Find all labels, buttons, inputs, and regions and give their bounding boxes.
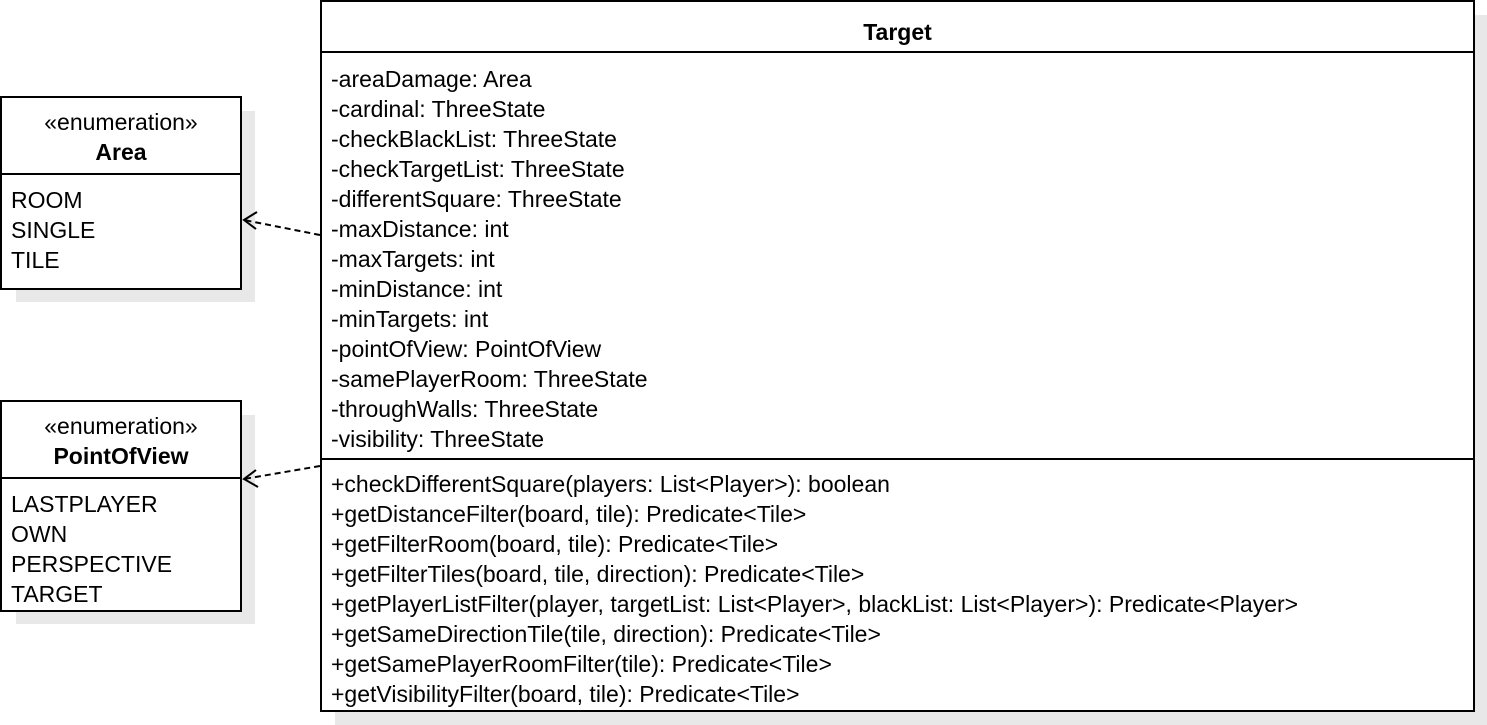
point-of-view-enumeration[interactable]: «enumeration» PointOfView LASTPLAYER OWN… [0, 400, 242, 612]
method-row: +getFilterRoom(board, tile): Predicate<T… [331, 531, 779, 557]
attribute-row: -pointOfView: PointOfView [331, 336, 602, 362]
point-of-view-header: «enumeration» PointOfView [2, 402, 240, 479]
attribute-row: -samePlayerRoom: ThreeState [331, 366, 648, 392]
point-of-view-literals: LASTPLAYER OWN PERSPECTIVE TARGET [2, 479, 240, 609]
point-of-view-name: PointOfView [53, 443, 189, 469]
attribute-row: -differentSquare: ThreeState [331, 186, 622, 212]
method-row: +getPlayerListFilter(player, targetList:… [331, 591, 1299, 617]
attribute-row: -maxDistance: int [331, 216, 509, 242]
method-row: +getSamePlayerRoomFilter(tile): Predicat… [331, 651, 832, 677]
attribute-row: -cardinal: ThreeState [331, 96, 546, 122]
enum-literal: OWN [11, 521, 68, 547]
enum-literal: ROOM [11, 187, 83, 213]
area-literals: ROOM SINGLE TILE [2, 175, 240, 275]
attribute-row: -visibility: ThreeState [331, 426, 545, 452]
method-row: +getFilterTiles(board, tile, direction):… [331, 561, 865, 587]
attribute-row: -maxTargets: int [331, 246, 495, 272]
enum-literal: SINGLE [11, 217, 96, 243]
enum-literal: TARGET [11, 581, 103, 607]
target-methods: +checkDifferentSquare(players: List<Play… [322, 460, 1473, 709]
dependency-line [243, 219, 321, 236]
area-header: «enumeration» Area [2, 98, 240, 175]
method-row: +getDistanceFilter(board, tile): Predica… [331, 501, 807, 527]
area-stereotype: «enumeration» [44, 109, 198, 135]
target-name: Target [863, 19, 932, 45]
enum-literal: LASTPLAYER [11, 491, 158, 517]
target-class[interactable]: Target -areaDamage: Area -cardinal: Thre… [320, 0, 1475, 712]
area-enumeration[interactable]: «enumeration» Area ROOM SINGLE TILE [0, 96, 242, 290]
attribute-row: -throughWalls: ThreeState [331, 396, 599, 422]
area-name: Area [95, 139, 147, 165]
dependency-arrow-point-of-view[interactable] [242, 465, 321, 488]
target-attributes: -areaDamage: Area -cardinal: ThreeState … [322, 53, 1473, 460]
method-row: +getVisibilityFilter(board, tile): Predi… [331, 681, 800, 707]
dependency-arrow-area[interactable] [242, 211, 321, 236]
point-of-view-stereotype: «enumeration» [44, 413, 198, 439]
enum-literal: TILE [11, 247, 60, 273]
method-row: +getSameDirectionTile(tile, direction): … [331, 621, 881, 647]
attribute-row: -areaDamage: Area [331, 66, 532, 92]
attribute-row: -minDistance: int [331, 276, 503, 302]
attribute-row: -checkBlackList: ThreeState [331, 126, 617, 152]
attribute-row: -minTargets: int [331, 306, 489, 332]
dependency-line [243, 465, 321, 480]
method-row: +checkDifferentSquare(players: List<Play… [331, 471, 890, 497]
target-header: Target [322, 2, 1473, 53]
enum-literal: PERSPECTIVE [11, 551, 173, 577]
attribute-row: -checkTargetList: ThreeState [331, 156, 625, 182]
